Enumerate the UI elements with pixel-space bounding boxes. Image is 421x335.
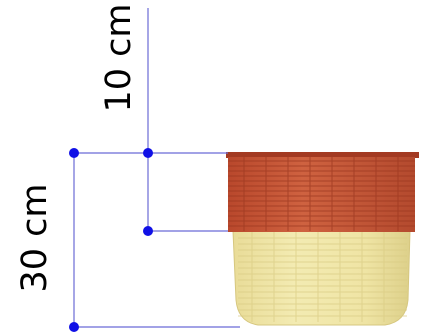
total-height-label: 30 cm	[15, 184, 55, 293]
basket-top-band	[226, 152, 419, 232]
dot-total-bottom	[69, 322, 79, 332]
dot-total-top	[69, 148, 79, 158]
dimension-dots	[69, 148, 153, 332]
dot-band-bottom	[143, 226, 153, 236]
basket-body	[232, 230, 411, 326]
dot-band-top	[143, 148, 153, 158]
band-height-label: 10 cm	[99, 4, 139, 113]
